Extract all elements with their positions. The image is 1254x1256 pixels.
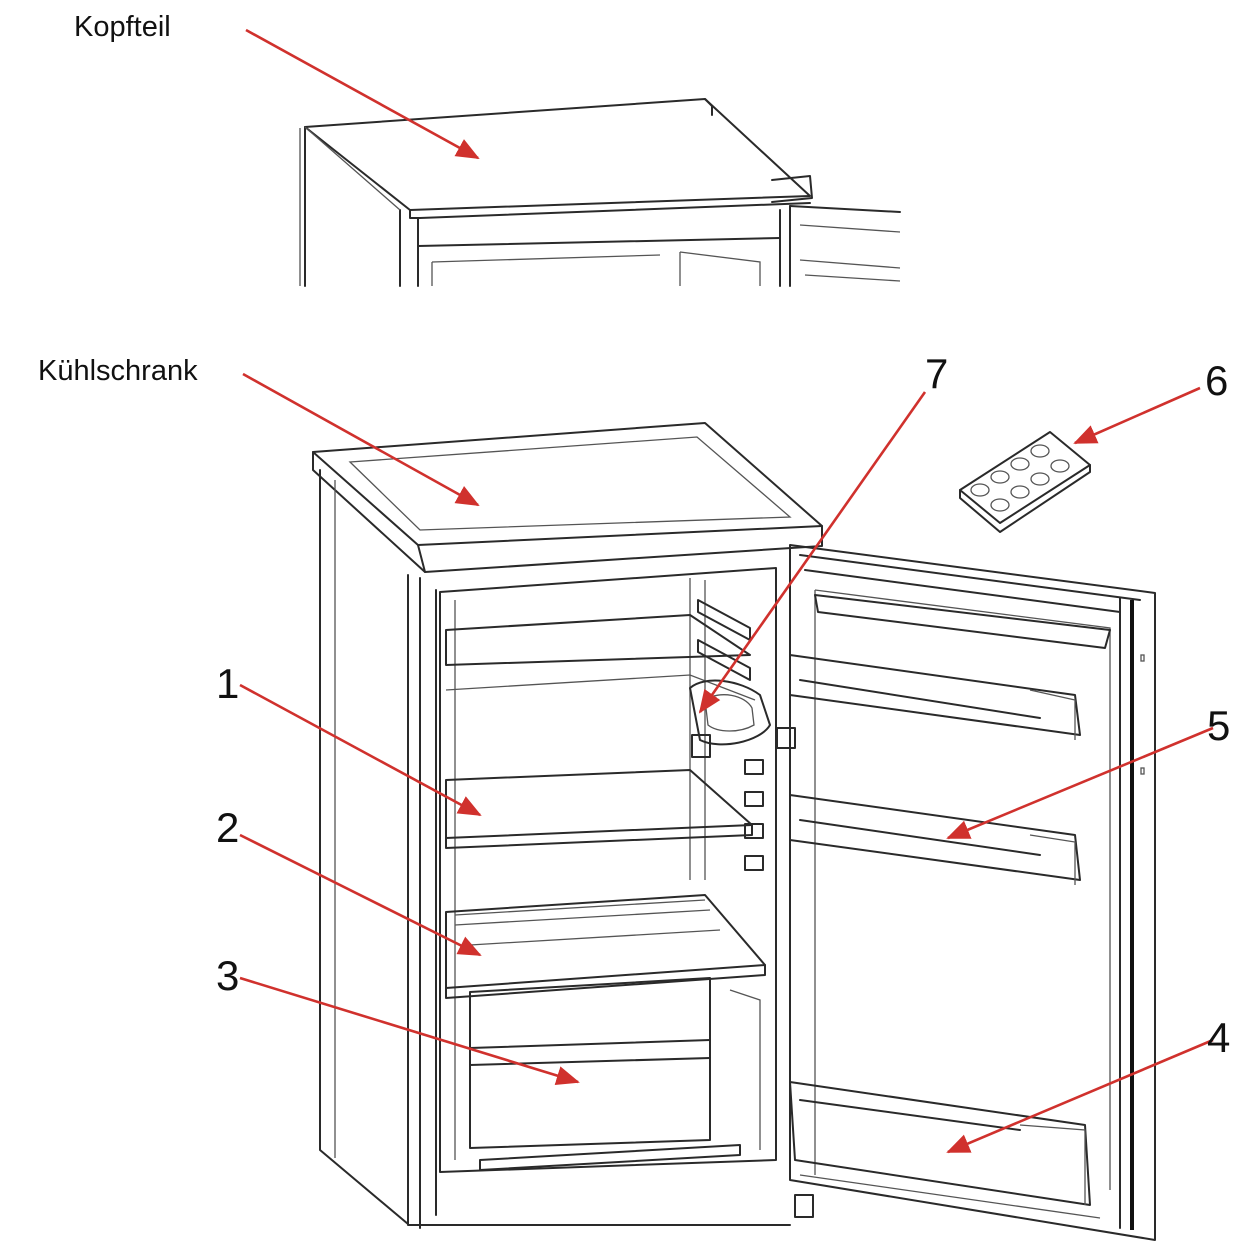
lamp-housing	[689, 679, 771, 758]
arrow-4	[946, 1038, 1214, 1154]
label-part-3: 3	[216, 952, 239, 999]
arrow-3	[239, 976, 580, 1086]
arrow-kopfteil	[245, 28, 480, 160]
leader-arrows	[239, 28, 1214, 1154]
rail-slots	[697, 599, 796, 871]
label-part-2: 2	[216, 804, 239, 851]
arrow-2	[239, 833, 482, 957]
label-kuehlschrank: Kühlschrank	[38, 355, 198, 387]
arrow-5	[946, 726, 1214, 840]
label-kopfteil: Kopfteil	[74, 11, 171, 43]
label-part-1: 1	[216, 660, 239, 707]
arrow-1	[239, 683, 482, 817]
label-part-4: 4	[1207, 1014, 1230, 1061]
label-part-6: 6	[1205, 357, 1228, 404]
kuehlschrank-drawing	[312, 422, 823, 1229]
fridge-door-drawing	[789, 544, 1156, 1241]
label-part-7: 7	[925, 350, 948, 397]
egg-tray-drawing	[959, 431, 1091, 533]
label-part-5: 5	[1207, 702, 1230, 749]
arrow-7	[698, 391, 927, 714]
kopfteil-drawing	[299, 98, 901, 287]
arrow-kuehlschrank	[242, 372, 480, 507]
arrow-6	[1073, 386, 1201, 445]
labels: Kopfteil Kühlschrank 1 2 3 4 5 6 7	[38, 11, 1230, 1061]
